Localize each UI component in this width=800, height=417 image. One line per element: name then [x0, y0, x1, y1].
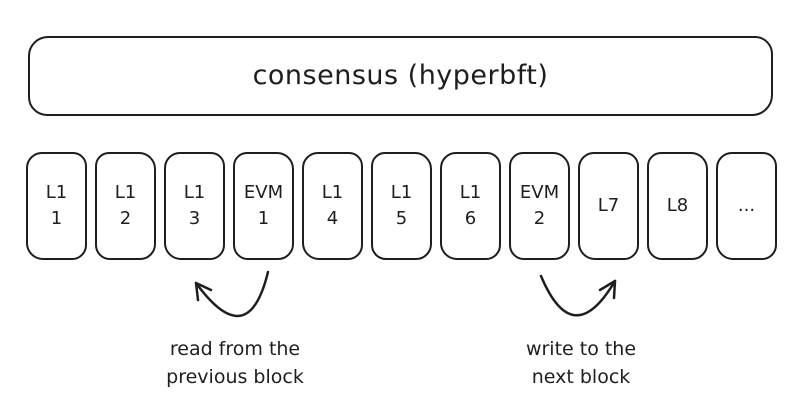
block-l8: L8: [647, 152, 708, 260]
block-ellipsis: ...: [716, 152, 777, 260]
block-label: L1: [459, 182, 482, 203]
read-caption: read from the previous block: [125, 335, 345, 391]
write-caption-line1: write to the: [525, 338, 637, 360]
block-number: 3: [188, 208, 201, 229]
read-caption-line1: read from the: [169, 338, 301, 360]
block-label: L1: [321, 182, 344, 203]
consensus-title: consensus (hyperbft): [252, 59, 549, 91]
block-evm-1: EVM 1: [233, 152, 294, 260]
block-label: L8: [666, 195, 689, 216]
read-curved-arrow-icon: [194, 270, 270, 317]
write-curved-arrow-icon: [539, 274, 617, 317]
block-number: 2: [119, 208, 132, 229]
block-label: EVM: [519, 182, 560, 203]
read-caption-line2: previous block: [166, 366, 304, 388]
block-label: ...: [737, 195, 756, 216]
block-l7: L7: [578, 152, 639, 260]
block-number: 6: [464, 208, 477, 229]
write-caption-line2: next block: [531, 366, 631, 388]
block-label: L1: [183, 182, 206, 203]
block-evm-2: EVM 2: [509, 152, 570, 260]
block-label: L7: [597, 195, 620, 216]
block-number: 4: [326, 208, 339, 229]
block-l1-1: L1 1: [26, 152, 87, 260]
block-l1-3: L1 3: [164, 152, 225, 260]
block-number: 1: [50, 208, 63, 229]
consensus-box: consensus (hyperbft): [28, 36, 773, 116]
block-l1-4: L1 4: [302, 152, 363, 260]
block-label: L1: [114, 182, 137, 203]
write-caption: write to the next block: [471, 335, 691, 391]
block-number: 5: [395, 208, 408, 229]
block-l1-2: L1 2: [95, 152, 156, 260]
block-label: L1: [390, 182, 413, 203]
block-l1-5: L1 5: [371, 152, 432, 260]
block-number: 2: [533, 208, 546, 229]
block-number: 1: [257, 208, 270, 229]
blocks-row: L1 1 L1 2 L1 3 EVM 1 L1 4 L1 5 L1 6 EVM: [26, 152, 777, 260]
block-l1-6: L1 6: [440, 152, 501, 260]
block-label: L1: [45, 182, 68, 203]
block-label: EVM: [243, 182, 284, 203]
